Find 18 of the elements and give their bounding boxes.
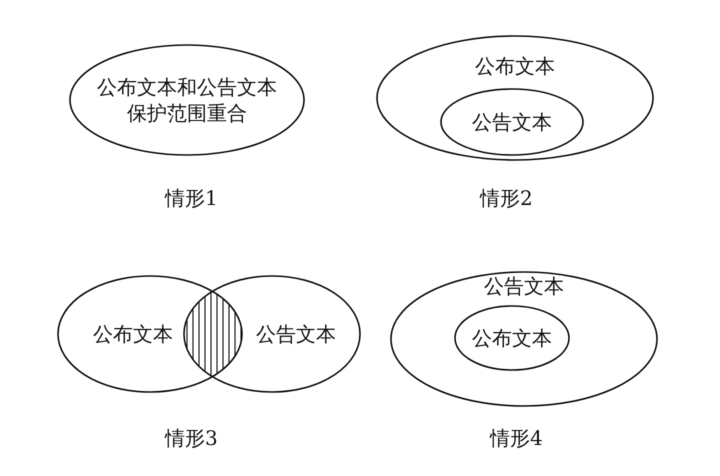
case-caption: 情形2	[480, 185, 533, 212]
region-label: 公布文本	[474, 53, 556, 79]
ellipse-region	[441, 89, 583, 155]
ellipse-region	[184, 276, 360, 392]
region-label: 公布文本和公告文本保护范围重合	[96, 74, 278, 126]
region-label: 公告文本	[471, 109, 553, 135]
ellipse-region	[70, 45, 304, 155]
ellipse-region	[455, 306, 569, 370]
region-label: 公告文本	[255, 321, 337, 347]
region-label: 公布文本	[92, 321, 174, 347]
ellipse-region	[377, 36, 653, 160]
region-label: 公告文本	[483, 273, 565, 299]
ellipse-region	[391, 272, 657, 406]
case-caption: 情形4	[490, 425, 543, 452]
case-caption: 情形1	[165, 185, 218, 212]
region-label: 公布文本	[471, 325, 553, 351]
case-caption: 情形3	[165, 425, 218, 452]
ellipse-region	[58, 276, 242, 392]
